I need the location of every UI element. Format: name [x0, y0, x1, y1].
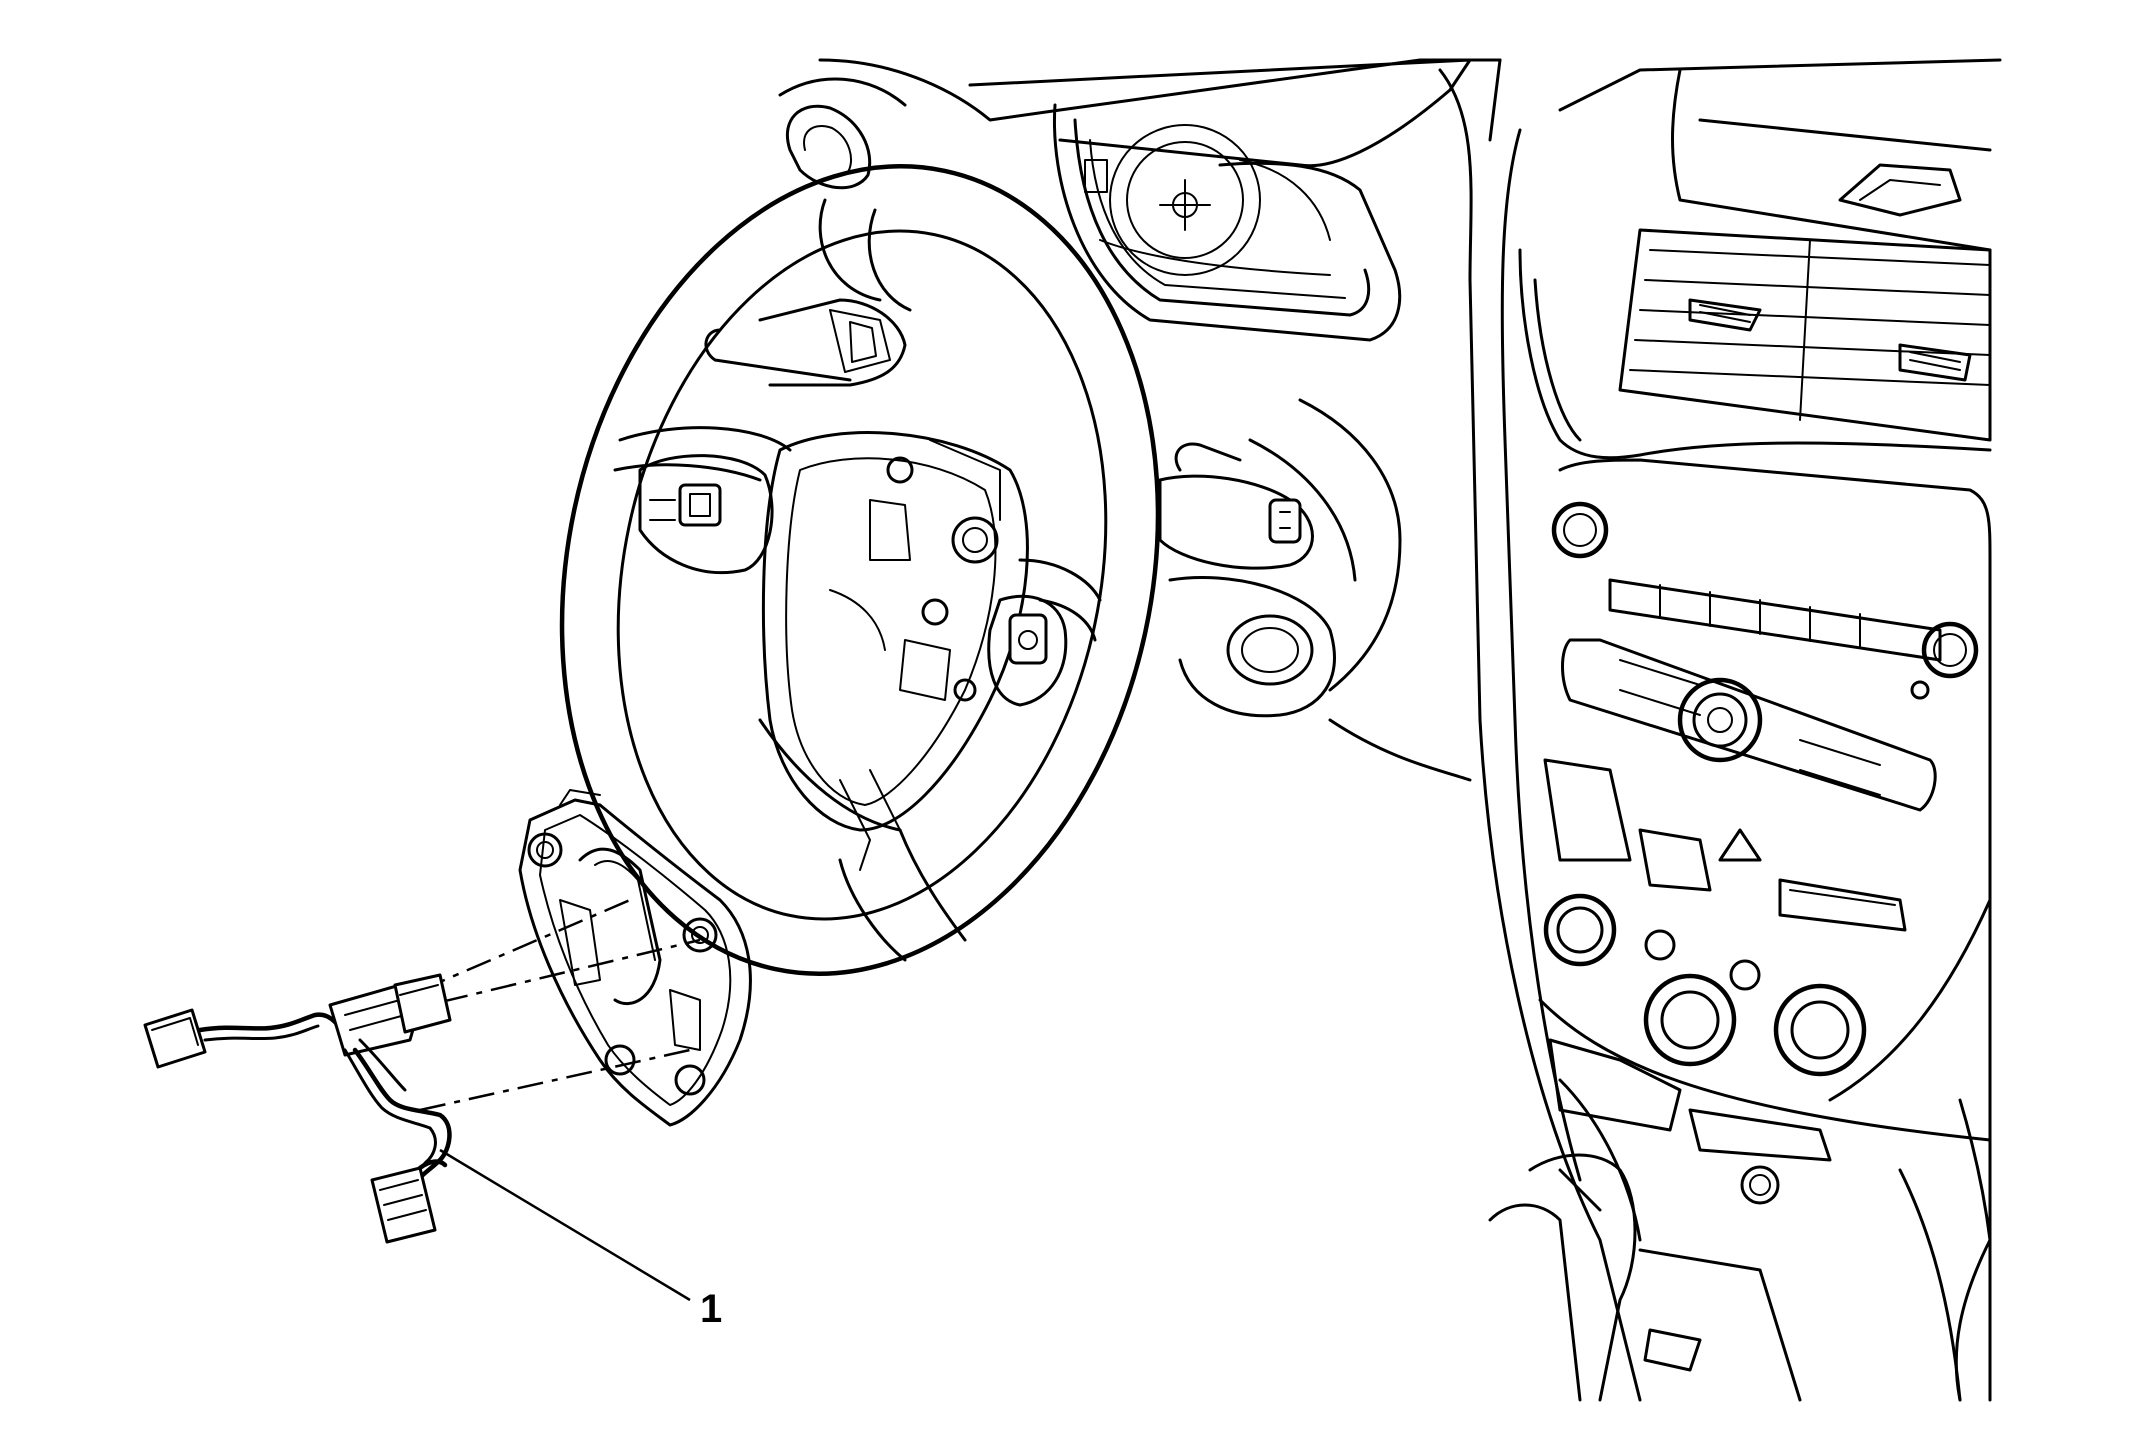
radio-panel: [1551, 458, 1992, 812]
climate-panel: [1538, 758, 1992, 1205]
steering-wheel: [559, 164, 1161, 976]
left-air-vent: [778, 77, 912, 312]
callout-1-label: 1: [700, 1287, 722, 1331]
callout-1: 1: [439, 1148, 722, 1331]
center-air-vents: [1618, 228, 1992, 442]
wiring-harness: [143, 973, 452, 1244]
instrument-panel-upper: [818, 58, 1502, 342]
center-stack: [1438, 58, 2002, 1402]
gear-shifter: [1488, 1078, 1992, 1402]
steering-column: [704, 298, 1472, 782]
switch-bezel: [518, 789, 752, 1127]
